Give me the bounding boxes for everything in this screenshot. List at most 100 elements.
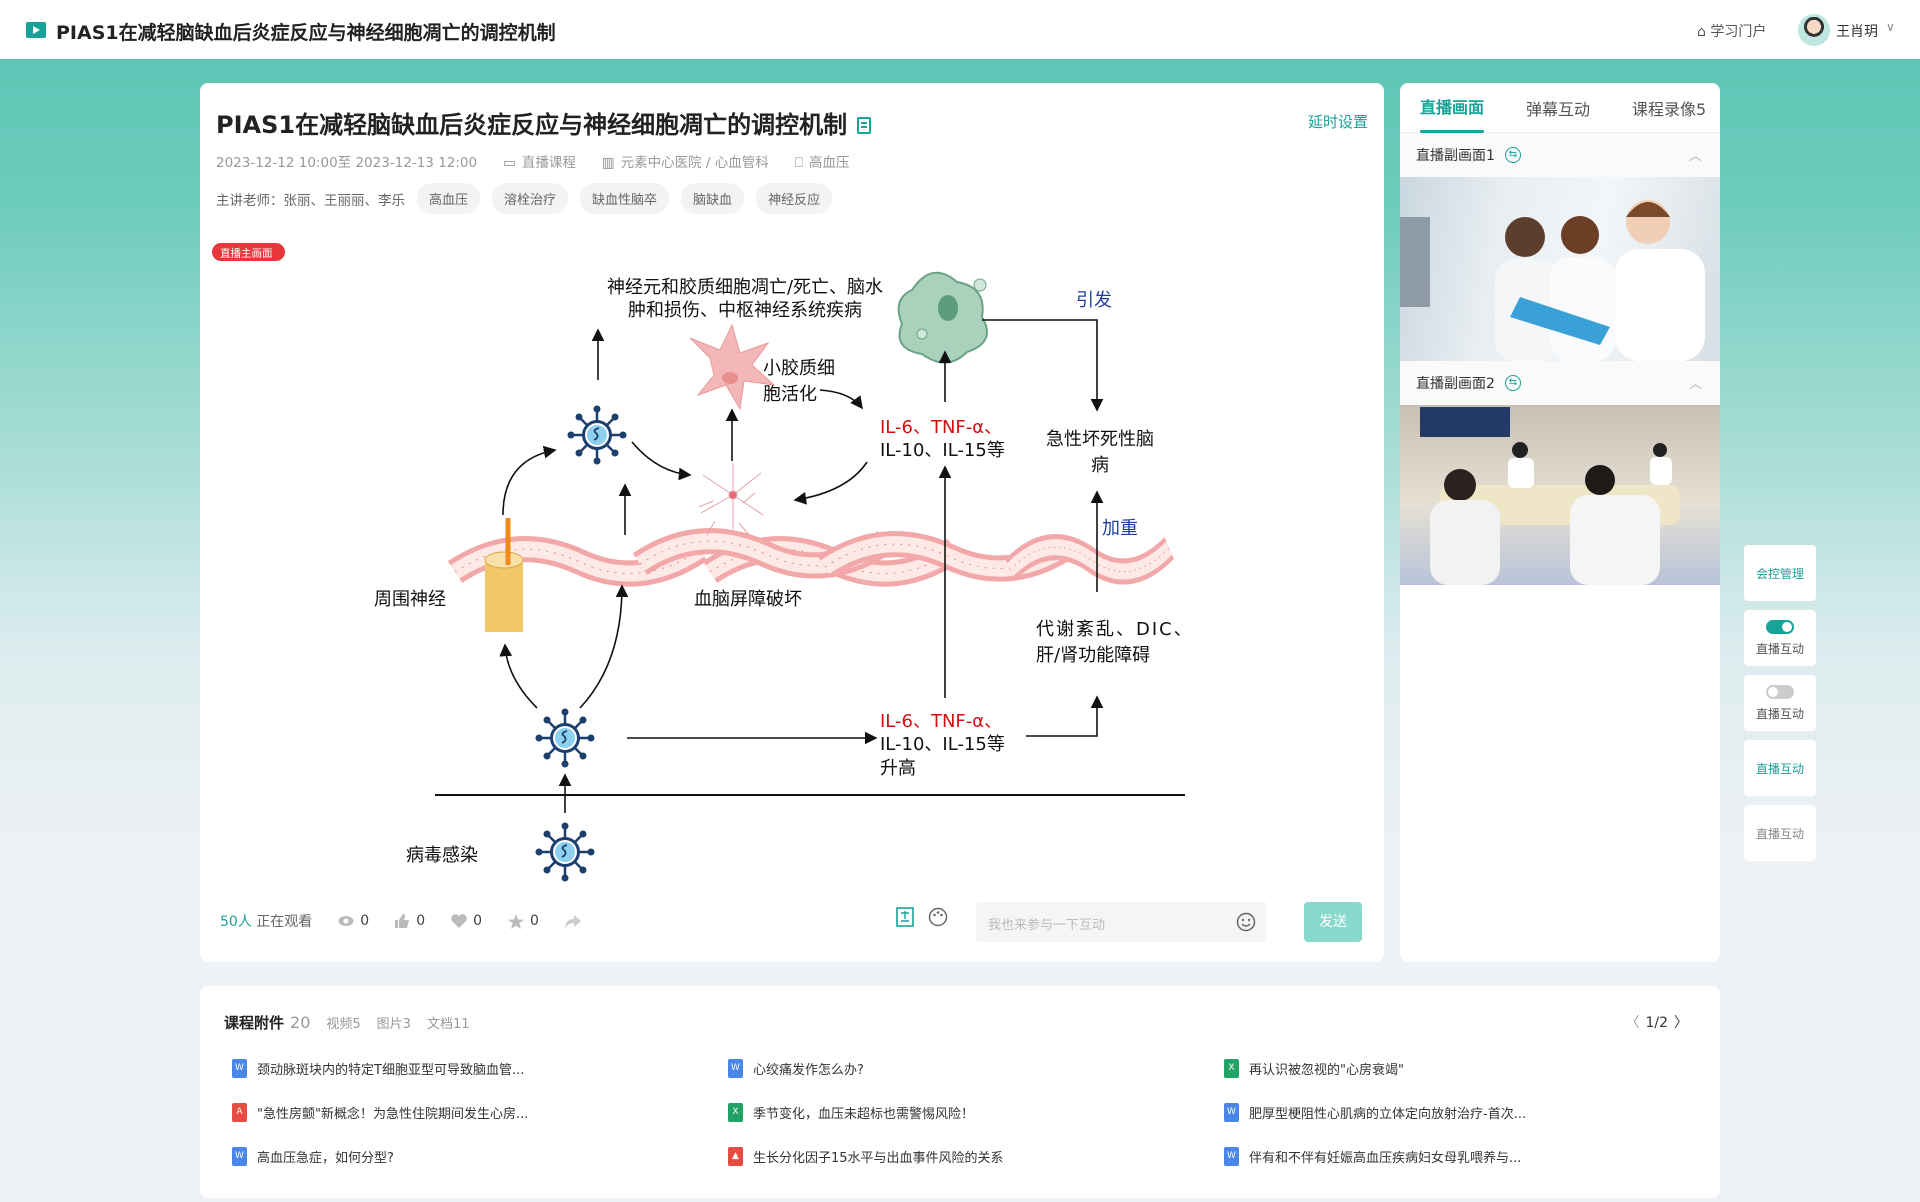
live-main-video[interactable]: 直播主画面 神经元和胶质细胞凋亡/死亡、脑水 肿和损伤、中枢神经系统疾病 小胶质… (200, 230, 1200, 890)
chat-input[interactable]: 我也来参与一下互动 (976, 902, 1266, 942)
diagram-label: 病毒感染 (406, 845, 478, 866)
filter-video[interactable]: 视频5 (326, 1017, 361, 1032)
next-page-icon[interactable]: 〉 (1674, 1015, 1688, 1031)
teachers: 主讲老师：张丽、王丽丽、李乐 (216, 192, 405, 209)
sub-view-1-video[interactable] (1400, 177, 1720, 361)
diagram-label: 肿和损伤、中枢神经系统疾病 (628, 300, 862, 321)
sub-view-1-header[interactable]: 直播副画面1⇆︿ (1400, 133, 1720, 177)
chevron-up-icon[interactable]: ︿ (1688, 377, 1702, 392)
live-interaction-button-active[interactable]: 直播互动 (1744, 740, 1816, 796)
palette-icon[interactable] (928, 907, 948, 927)
tag[interactable]: 高血压 (417, 183, 481, 214)
sub-view-2-header[interactable]: 直播副画面2⇆︿ (1400, 361, 1720, 405)
page-title: PIAS1在减轻脑缺血后炎症反应与神经细胞凋亡的调控机制 (216, 105, 872, 140)
toggle-switch[interactable] (1766, 619, 1794, 634)
share-button[interactable] (564, 914, 587, 928)
filter-image[interactable]: 图片3 (376, 1017, 411, 1032)
diagram-label: 病 (1091, 455, 1109, 476)
translate-icon[interactable] (896, 907, 914, 927)
attachment-name: 颈动脉斑块内的特定T细胞亚型可导致脑血管... (257, 1063, 525, 1078)
live-main-card: PIAS1在减轻脑缺血后炎症反应与神经细胞凋亡的调控机制 延时设置 2023-1… (200, 83, 1384, 962)
excel-file-icon: X (728, 1103, 743, 1122)
word-file-icon: W (232, 1147, 247, 1166)
avatar[interactable] (1798, 14, 1830, 46)
live-main-badge (212, 243, 285, 261)
send-button[interactable]: 发送 (1304, 902, 1362, 942)
live-interaction-toggle-on[interactable]: 直播互动 (1744, 610, 1816, 666)
sub-view-2-video[interactable] (1400, 405, 1720, 585)
virus-icon (534, 821, 596, 883)
right-panel: 直播画面 弹幕互动 课程录像5 直播副画面1⇆︿ 直播副画面2⇆︿ (1400, 83, 1720, 962)
attachment-name: 高血压急症，如何分型? (257, 1151, 394, 1166)
tab-live-view[interactable]: 直播画面 (1420, 83, 1485, 133)
diagram-label: 代谢紊乱、DIC、 (1036, 619, 1194, 640)
diagram-label: IL-10、IL-15等 (880, 440, 1005, 461)
course-type: 直播课程 (521, 155, 576, 171)
attachment-name: 再认识被忽视的"心房衰竭" (1249, 1063, 1404, 1078)
diagram-arrows (499, 319, 1104, 813)
astrocyte-icon (698, 463, 764, 536)
filter-doc[interactable]: 文档11 (426, 1017, 470, 1032)
tab-danmaku[interactable]: 弹幕互动 (1526, 99, 1591, 119)
delay-settings-link[interactable]: 延时设置 (1307, 113, 1368, 131)
peripheral-nerve-icon (484, 518, 524, 632)
emoji-icon[interactable] (1236, 912, 1256, 932)
user-name[interactable]: 王肖玥 (1836, 24, 1878, 40)
tab-recordings[interactable]: 课程录像5 (1632, 99, 1707, 119)
watching-count: 50人 正在观看 (220, 914, 313, 930)
microglia-icon (689, 323, 776, 411)
top-bar: PIAS1在减轻脑缺血后炎症反应与神经细胞凋亡的调控机制 ⌂ 学习门户 王肖玥 … (0, 0, 1920, 59)
thumbs-up-icon (395, 914, 410, 928)
tag[interactable]: 溶栓治疗 (492, 183, 569, 214)
course-time: 2023-12-12 10:00至 2023-12-13 12:00 (216, 155, 478, 171)
attachment-name: "急性房颤"新概念！为急性住院期间发生心房... (257, 1107, 529, 1122)
diagram-label: 引发 (1076, 290, 1112, 311)
chevron-up-icon[interactable]: ︿ (1688, 149, 1702, 164)
document-icon[interactable] (857, 117, 872, 134)
course-org: 元素中心医院 / 心血管科 (620, 155, 769, 171)
attachment-name: 伴有和不伴有妊娠高血压疾病妇女母乳喂养与... (1249, 1151, 1522, 1166)
attachment-name: 生长分化因子15水平与出血事件风险的关系 (753, 1151, 1004, 1166)
swap-icon[interactable]: ⇆ (1504, 147, 1521, 163)
right-tabs: 直播画面 弹幕互动 课程录像5 (1400, 83, 1720, 133)
live-interaction-toggle-off[interactable]: 直播互动 (1744, 675, 1816, 731)
word-file-icon: W (1224, 1103, 1239, 1122)
attachment-name: 心绞痛发作怎么办? (753, 1063, 864, 1078)
tag[interactable]: 神经反应 (756, 183, 833, 214)
toggle-switch[interactable] (1766, 684, 1794, 699)
course-category: 高血压 (808, 155, 850, 171)
star-icon (508, 913, 525, 929)
portal-link[interactable]: ⌂ 学习门户 (1697, 24, 1767, 40)
attachment-item[interactable]: A"急性房颤"新概念！为急性住院期间发生心房... (232, 1102, 728, 1123)
swap-icon[interactable]: ⇆ (1504, 375, 1521, 391)
share-icon (564, 914, 581, 928)
word-file-icon: W (728, 1059, 743, 1078)
tag[interactable]: 脑缺血 (681, 183, 745, 214)
attachment-item[interactable]: W 高血压急症，如何分型? (232, 1146, 728, 1167)
diagram-label: 周围神经 (374, 589, 446, 610)
virus-icon (566, 404, 628, 466)
heart-button[interactable]: 0 (451, 913, 482, 929)
like-button[interactable]: 0 (395, 913, 425, 929)
diagram-label: 加重 (1102, 518, 1138, 539)
chevron-down-icon[interactable]: ∨ (1886, 20, 1895, 34)
chat-tools (896, 907, 948, 927)
live-video-icon (26, 22, 46, 38)
diagram-label: 血脑屏障破坏 (694, 589, 802, 610)
live-interaction-button[interactable]: 直播互动 (1744, 805, 1816, 861)
prev-page-icon[interactable]: 〈 (1625, 1015, 1640, 1031)
diagram-label: IL-6、TNF-α、 (880, 417, 1002, 438)
attachment-item[interactable]: ▲ 生长分化因子15水平与出血事件风险的关系 (728, 1146, 1224, 1167)
bookmark-icon: ⎕ (794, 155, 803, 171)
attachment-item[interactable]: W 心绞痛发作怎么办? (728, 1058, 1224, 1079)
image-file-icon: ▲ (728, 1147, 743, 1166)
favorite-button[interactable]: 0 (508, 913, 539, 929)
tag[interactable]: 缺血性脑卒 (580, 183, 670, 214)
meeting-control-button[interactable]: 会控管理 (1744, 545, 1816, 601)
glial-cell-icon (897, 271, 988, 364)
